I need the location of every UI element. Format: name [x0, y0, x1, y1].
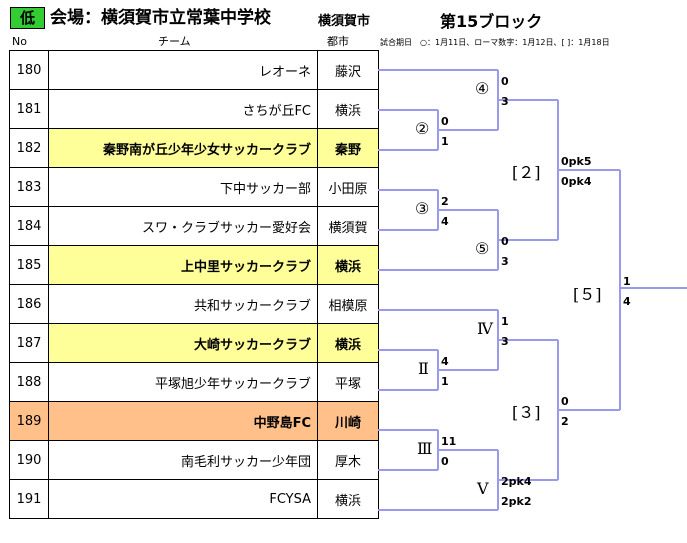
team-city-cell: 横須賀	[317, 206, 379, 246]
score-bottom-mV: 2pk2	[501, 495, 532, 508]
team-city-cell: 横浜	[317, 323, 379, 363]
team-no-cell: 183	[9, 167, 49, 207]
match-label-m3: ③	[415, 199, 430, 218]
match-label-mIII: Ⅲ	[417, 439, 433, 458]
score-bottom-b5: 4	[623, 295, 631, 308]
score-top-mIII: 11	[441, 435, 457, 448]
block-title: 第15ブロック	[440, 12, 543, 31]
score-bottom-mIV: 3	[501, 335, 509, 348]
team-team-cell: 中野島FC	[48, 401, 318, 441]
score-bottom-b3: 2	[561, 415, 569, 428]
team-no-cell: 187	[9, 323, 49, 363]
team-city-cell: 藤沢	[317, 50, 379, 90]
match-label-b2: [２]	[512, 163, 541, 182]
team-no-cell: 180	[9, 50, 49, 90]
team-team-cell: 平塚旭少年サッカークラブ	[48, 362, 318, 402]
team-team-cell: 南毛利サッカー少年団	[48, 440, 318, 480]
team-city-cell: 厚木	[317, 440, 379, 480]
score-bottom-mIII: 0	[441, 455, 449, 468]
score-bottom-m2: 1	[441, 135, 449, 148]
score-top-mII: 4	[441, 355, 449, 368]
team-no-cell: 191	[9, 479, 49, 519]
column-header-no: No	[12, 35, 27, 48]
team-team-cell: さちが丘FC	[48, 89, 318, 129]
score-top-m4: 0	[501, 75, 509, 88]
team-no-cell: 189	[9, 401, 49, 441]
team-team-cell: 秦野南が丘少年少女サッカークラブ	[48, 128, 318, 168]
level-badge: 低	[10, 7, 45, 29]
score-top-mIV: 1	[501, 315, 509, 328]
team-no-cell: 190	[9, 440, 49, 480]
team-team-cell: 下中サッカー部	[48, 167, 318, 207]
team-team-cell: FCYSA	[48, 479, 318, 519]
score-top-m2: 0	[441, 115, 449, 128]
team-team-cell: 上中里サッカークラブ	[48, 245, 318, 285]
venue-label: 会場：横須賀市立常葉中学校	[50, 8, 271, 28]
team-team-cell: スワ・クラブサッカー愛好会	[48, 206, 318, 246]
score-top-b2: 0pk5	[561, 155, 592, 168]
team-city-cell: 横浜	[317, 479, 379, 519]
score-bottom-mII: 1	[441, 375, 449, 388]
match-label-m2: ②	[415, 119, 430, 138]
score-top-b3: 0	[561, 395, 569, 408]
score-top-m3: 2	[441, 195, 449, 208]
match-label-mV: Ⅴ	[477, 479, 489, 498]
team-no-cell: 184	[9, 206, 49, 246]
team-city-cell: 秦野	[317, 128, 379, 168]
team-city-cell: 小田原	[317, 167, 379, 207]
score-bottom-b2: 0pk4	[561, 175, 592, 188]
venue-city: 横須賀市	[318, 14, 371, 29]
team-no-cell: 186	[9, 284, 49, 324]
score-top-b5: 1	[623, 275, 631, 288]
schedule-legend: 試合期日 ○：1月11日、ローマ数字：1月12日、[ ]：1月18日	[380, 38, 610, 47]
column-header-city: 都市	[327, 35, 349, 48]
match-label-mII: Ⅱ	[418, 359, 429, 378]
match-label-b3: [３]	[512, 403, 541, 422]
score-top-mV: 2pk4	[501, 475, 532, 488]
score-top-m5: 0	[501, 235, 509, 248]
match-label-m4: ④	[475, 79, 490, 98]
team-team-cell: 大崎サッカークラブ	[48, 323, 318, 363]
match-label-b5: [５]	[573, 285, 602, 304]
score-bottom-m3: 4	[441, 215, 449, 228]
score-bottom-m4: 3	[501, 95, 509, 108]
column-header-team: チーム	[158, 35, 191, 48]
score-bottom-m5: 3	[501, 255, 509, 268]
team-city-cell: 横浜	[317, 245, 379, 285]
team-no-cell: 182	[9, 128, 49, 168]
match-label-m5: ⑤	[475, 239, 490, 258]
match-label-mIV: Ⅳ	[477, 319, 493, 338]
